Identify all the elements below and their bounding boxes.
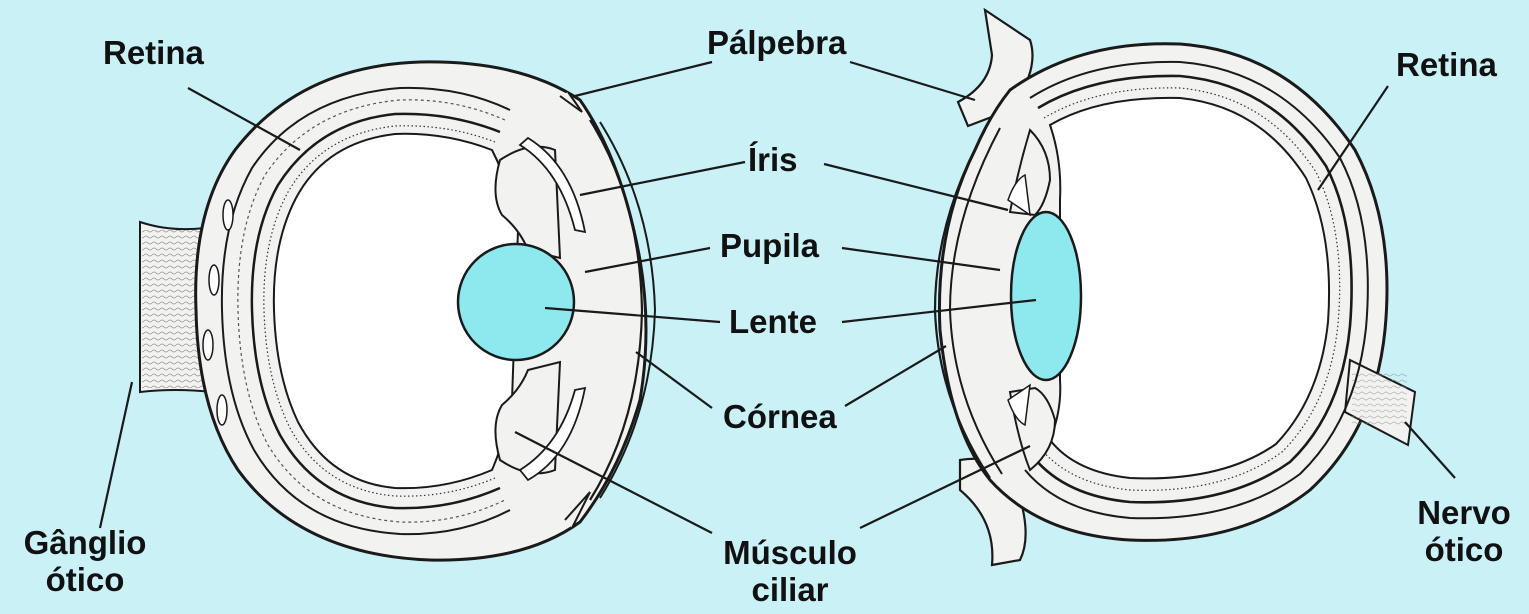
- label-retina-left: Retina: [103, 34, 204, 71]
- leader-palpebra-left: [575, 62, 712, 96]
- right-lens: [1011, 212, 1081, 380]
- label-pupila: Pupila: [720, 227, 819, 264]
- label-palpebra: Pálpebra: [707, 24, 846, 61]
- right-vitreous: [1050, 98, 1329, 479]
- leader-cornea-right: [845, 346, 946, 406]
- right-eye: [935, 10, 1415, 565]
- label-nervo-line2: ótico: [1404, 531, 1524, 568]
- label-musculo-line1: Músculo: [705, 534, 875, 571]
- label-nervo-otico: Nervo ótico: [1404, 494, 1524, 568]
- label-iris: Íris: [748, 141, 798, 178]
- label-retina-right: Retina: [1396, 46, 1497, 83]
- label-ganglio-line2: ótico: [10, 561, 160, 598]
- label-musculo-line2: ciliar: [705, 571, 875, 608]
- leader-palpebra-right: [850, 62, 975, 100]
- left-lens: [458, 244, 574, 360]
- label-cornea: Córnea: [723, 398, 837, 435]
- label-ganglio-line1: Gânglio: [10, 524, 160, 561]
- label-musculo-ciliar: Músculo ciliar: [705, 534, 875, 608]
- label-ganglio-otico: Gânglio ótico: [10, 524, 160, 598]
- leader-ganglio: [100, 382, 132, 528]
- label-nervo-line1: Nervo: [1404, 494, 1524, 531]
- label-lente: Lente: [729, 303, 817, 340]
- leader-nervo: [1405, 422, 1455, 478]
